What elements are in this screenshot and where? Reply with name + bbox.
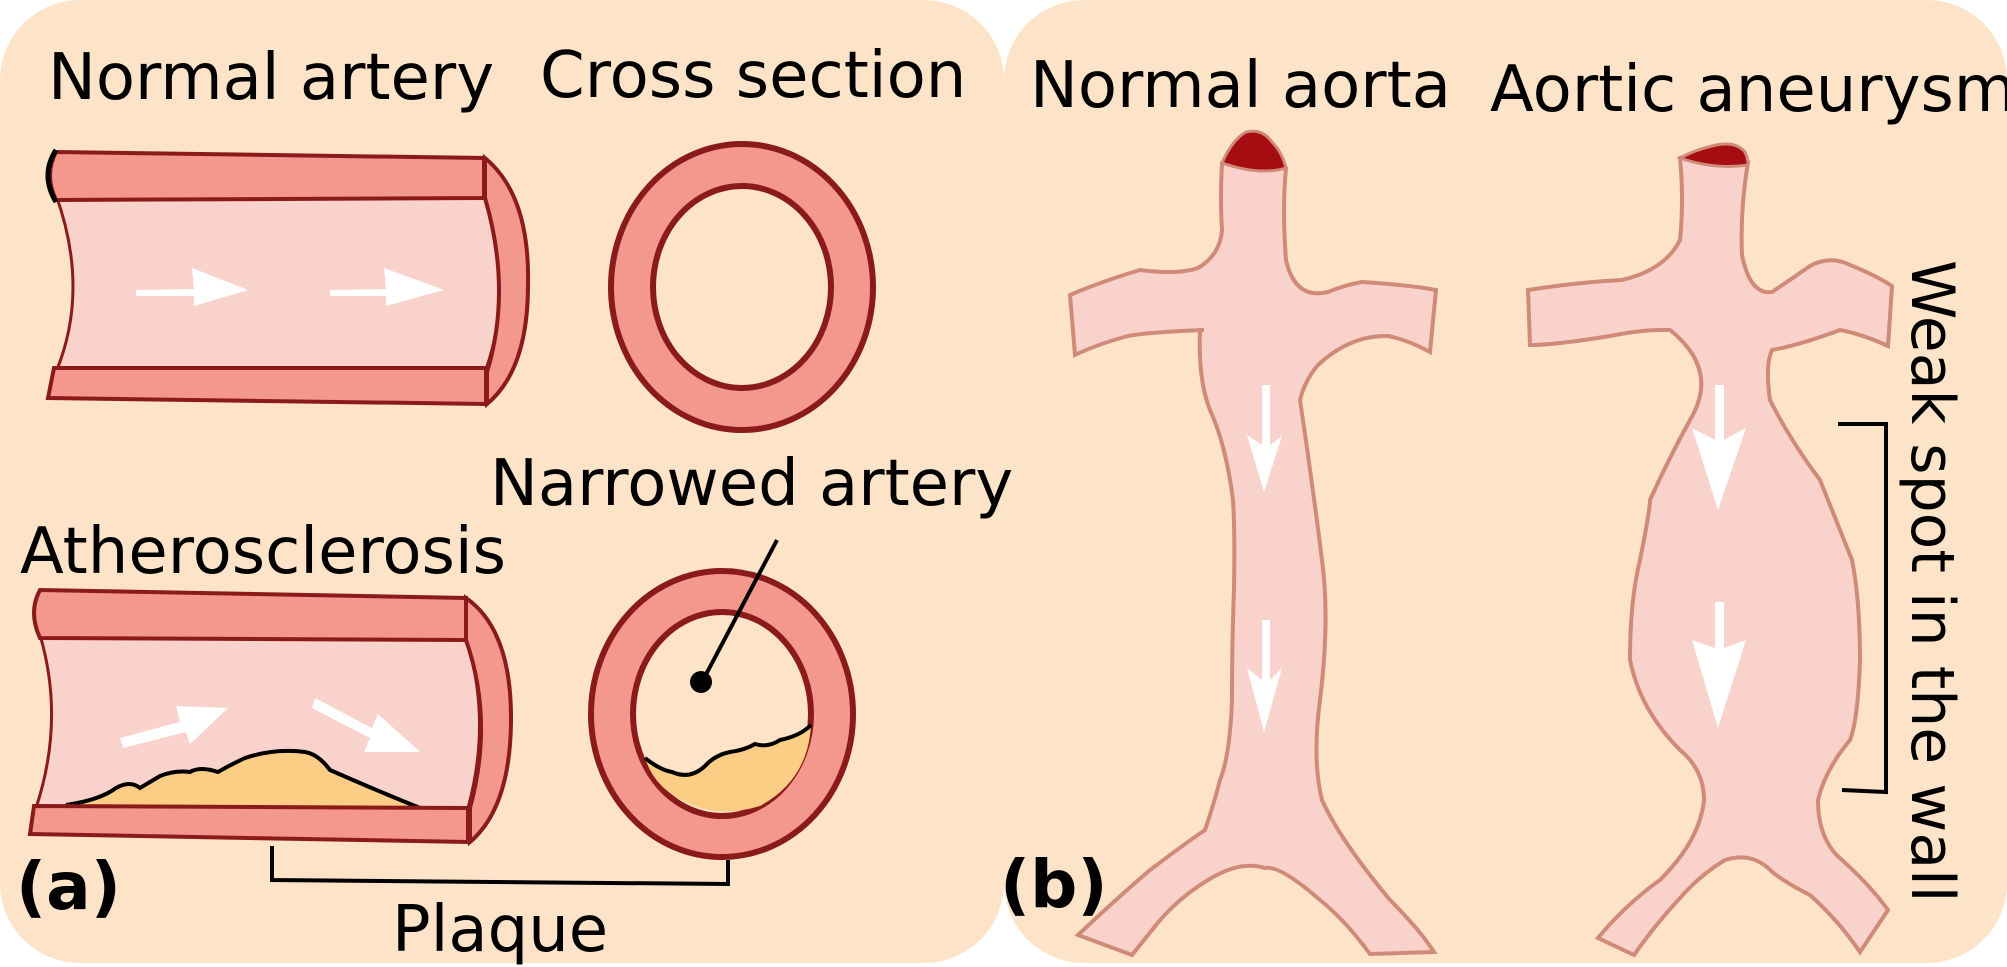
normal-artery-illustration (48, 150, 528, 404)
normal-artery-bottom-wall (48, 368, 486, 404)
aortic-aneurysm-illustration (1528, 144, 1892, 955)
normal-aorta-label: Normal aorta (1030, 54, 1451, 118)
plaque-label: Plaque (392, 898, 608, 962)
diseased-artery-top-wall (34, 590, 466, 640)
narrowed-cross-section-illustration (591, 540, 853, 857)
diseased-artery-bottom-wall (30, 806, 468, 842)
normal-aorta-body (1070, 158, 1436, 955)
normal-artery-label: Normal artery (48, 46, 494, 110)
pointer-dot (690, 671, 712, 693)
atherosclerosis-illustration (30, 590, 511, 842)
cross-section-illustration (611, 144, 873, 430)
plaque-bracket (272, 846, 728, 884)
normal-artery-lumen (56, 195, 500, 372)
aneurysm-body (1528, 152, 1892, 955)
panel-a-label: (a) (16, 854, 121, 920)
atherosclerosis-label: Atherosclerosis (20, 520, 506, 584)
normal-aorta-illustration (1070, 131, 1436, 955)
panel-b-label: (b) (1000, 852, 1108, 918)
cross-section-label: Cross section (540, 44, 966, 108)
normal-artery-top-wall (50, 152, 484, 200)
normal-aorta-blood (1222, 131, 1286, 171)
narrowed-artery-label: Narrowed artery (490, 452, 1013, 516)
weak-spot-label: Weak spot in the wall (1902, 260, 1962, 902)
aortic-aneurysm-label: Aortic aneurysm (1490, 58, 2007, 122)
